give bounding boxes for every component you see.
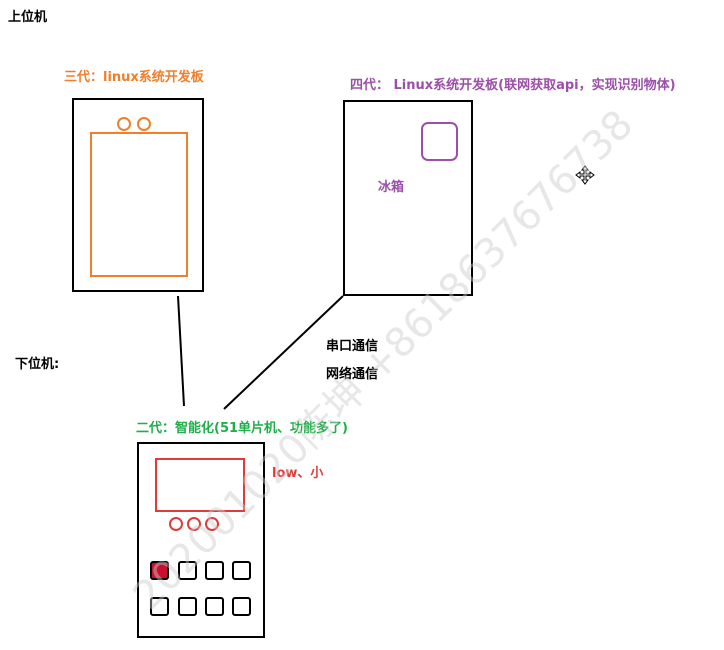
gen3-indicator-circle bbox=[137, 117, 151, 131]
gen4-camera-module bbox=[421, 122, 458, 161]
gen2-label: 二代：智能化(51单片机、功能多了) bbox=[136, 421, 348, 436]
gen2-indicator-circle bbox=[169, 517, 183, 531]
gen3-indicator-circle bbox=[117, 117, 131, 131]
gen2-indicator-circle bbox=[187, 517, 201, 531]
lower-machine-label: 下位机: bbox=[15, 357, 60, 372]
gen2-button bbox=[232, 597, 251, 616]
gen3-screen bbox=[90, 132, 188, 277]
gen2-button bbox=[150, 597, 169, 616]
gen3-device bbox=[72, 98, 204, 292]
fridge-label: 冰箱 bbox=[378, 180, 405, 195]
upper-machine-label: 上位机 bbox=[8, 10, 48, 25]
gen4-label: 四代： Linux系统开发板(联网获取api，实现识别物体) bbox=[350, 78, 676, 93]
gen2-button bbox=[178, 597, 197, 616]
move-cursor-icon bbox=[575, 165, 595, 185]
watermark-text: 202001020陈坤 +8618637676738 bbox=[125, 101, 643, 619]
serial-comm-label: 串口通信 bbox=[326, 339, 379, 354]
low-small-label: low、小 bbox=[272, 466, 324, 481]
connector-gen4-gen2 bbox=[223, 295, 344, 410]
gen2-button-active bbox=[150, 561, 169, 580]
connector-gen3-gen2 bbox=[177, 295, 185, 407]
gen2-button bbox=[232, 561, 251, 580]
gen2-device bbox=[137, 442, 265, 638]
gen2-button bbox=[178, 561, 197, 580]
network-comm-label: 网络通信 bbox=[326, 367, 379, 382]
gen3-label: 三代：linux系统开发板 bbox=[64, 70, 204, 85]
gen4-device bbox=[343, 100, 473, 296]
gen2-button bbox=[205, 561, 224, 580]
gen2-screen bbox=[155, 458, 245, 512]
gen2-indicator-circle bbox=[205, 517, 219, 531]
gen2-button bbox=[205, 597, 224, 616]
